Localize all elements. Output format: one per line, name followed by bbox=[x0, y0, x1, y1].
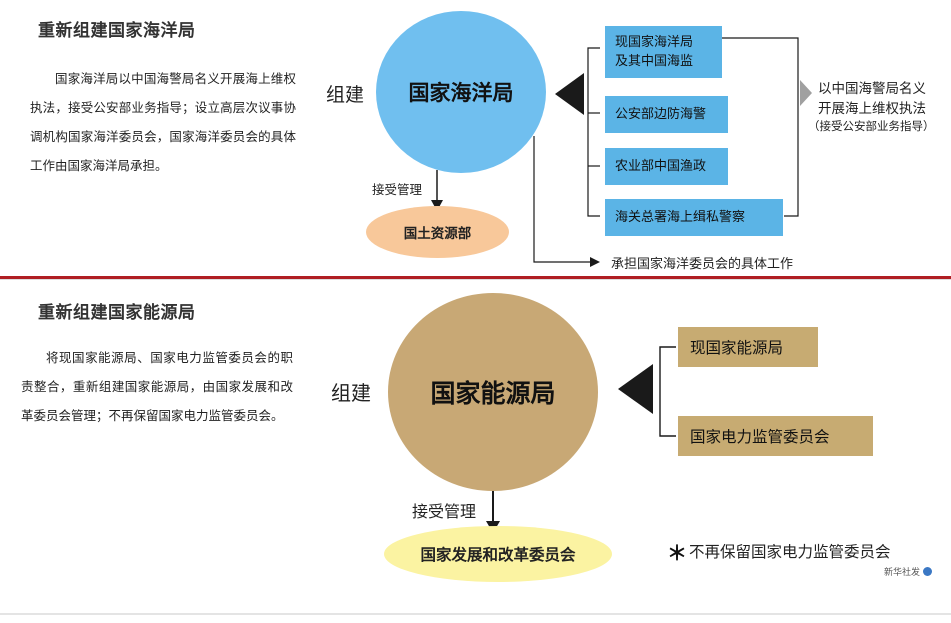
section2-accept-label: 接受管理 bbox=[412, 502, 477, 521]
section1-accept-arrowhead bbox=[431, 200, 443, 211]
section1-source-box: 现国家海洋局 及其中国海监 bbox=[605, 26, 722, 78]
section2-paragraph: 将现国家能源局、国家电力监管委员会的职责整合，重新组建国家能源局，由国家发展和改… bbox=[21, 350, 293, 423]
section1-right-note-line2: 开展海上维权执法 bbox=[818, 101, 926, 117]
section2-footnote-mark: ＊ bbox=[667, 541, 687, 565]
section1-source-arrow bbox=[555, 73, 584, 115]
section1-source-box: 农业部中国渔政 bbox=[605, 148, 728, 185]
section1-source-box: 公安部边防海警 bbox=[605, 96, 728, 133]
credit: 新华社发 bbox=[884, 565, 933, 578]
section2-accept-node-label: 国家发展和改革委员会 bbox=[420, 546, 576, 564]
section2-source-box: 国家电力监管委员会 bbox=[678, 416, 873, 456]
section1-accept-node: 国土资源部 bbox=[366, 206, 509, 258]
section1-main-node: 国家海洋局 bbox=[376, 11, 546, 173]
section1-right-note-line3: （接受公安部业务指导） bbox=[808, 119, 935, 133]
section2-main-node: 国家能源局 bbox=[388, 293, 598, 491]
section2-zujian-label: 组建 bbox=[331, 381, 371, 405]
section-divider-shadow bbox=[0, 279, 951, 280]
section1-right-note-line1: 以中国海警局名义 bbox=[818, 81, 926, 97]
section1-paragraph: 国家海洋局以中国海警局名义开展海上维权执法，接受公安部业务指导；设立高层次议事协… bbox=[30, 71, 296, 173]
section2-footnote: 不再保留国家电力监管委员会 bbox=[689, 543, 891, 561]
section1-title: 重新组建国家海洋局 bbox=[38, 21, 196, 41]
section1-main-node-label: 国家海洋局 bbox=[408, 81, 514, 105]
credit-logo-icon bbox=[923, 567, 933, 576]
section1-zujian-label: 组建 bbox=[326, 84, 365, 106]
section1-note-pointer bbox=[800, 80, 812, 106]
section2-source-box: 现国家能源局 bbox=[678, 327, 818, 367]
bottom-border bbox=[0, 613, 951, 615]
section1-accept-node-label: 国土资源部 bbox=[403, 226, 472, 242]
section1-source-box: 海关总署海上缉私警察 bbox=[605, 199, 783, 236]
section2-source-arrow bbox=[618, 364, 653, 414]
section2-accept-node: 国家发展和改革委员会 bbox=[384, 526, 612, 582]
section-divider bbox=[0, 276, 951, 279]
credit-text: 新华社发 bbox=[884, 568, 921, 578]
section2-main-node-label: 国家能源局 bbox=[430, 379, 556, 408]
section2-title: 重新组建国家能源局 bbox=[38, 303, 196, 323]
section1-bottom-note: 承担国家海洋委员会的具体工作 bbox=[611, 257, 794, 272]
section1-accept-label: 接受管理 bbox=[372, 182, 423, 197]
